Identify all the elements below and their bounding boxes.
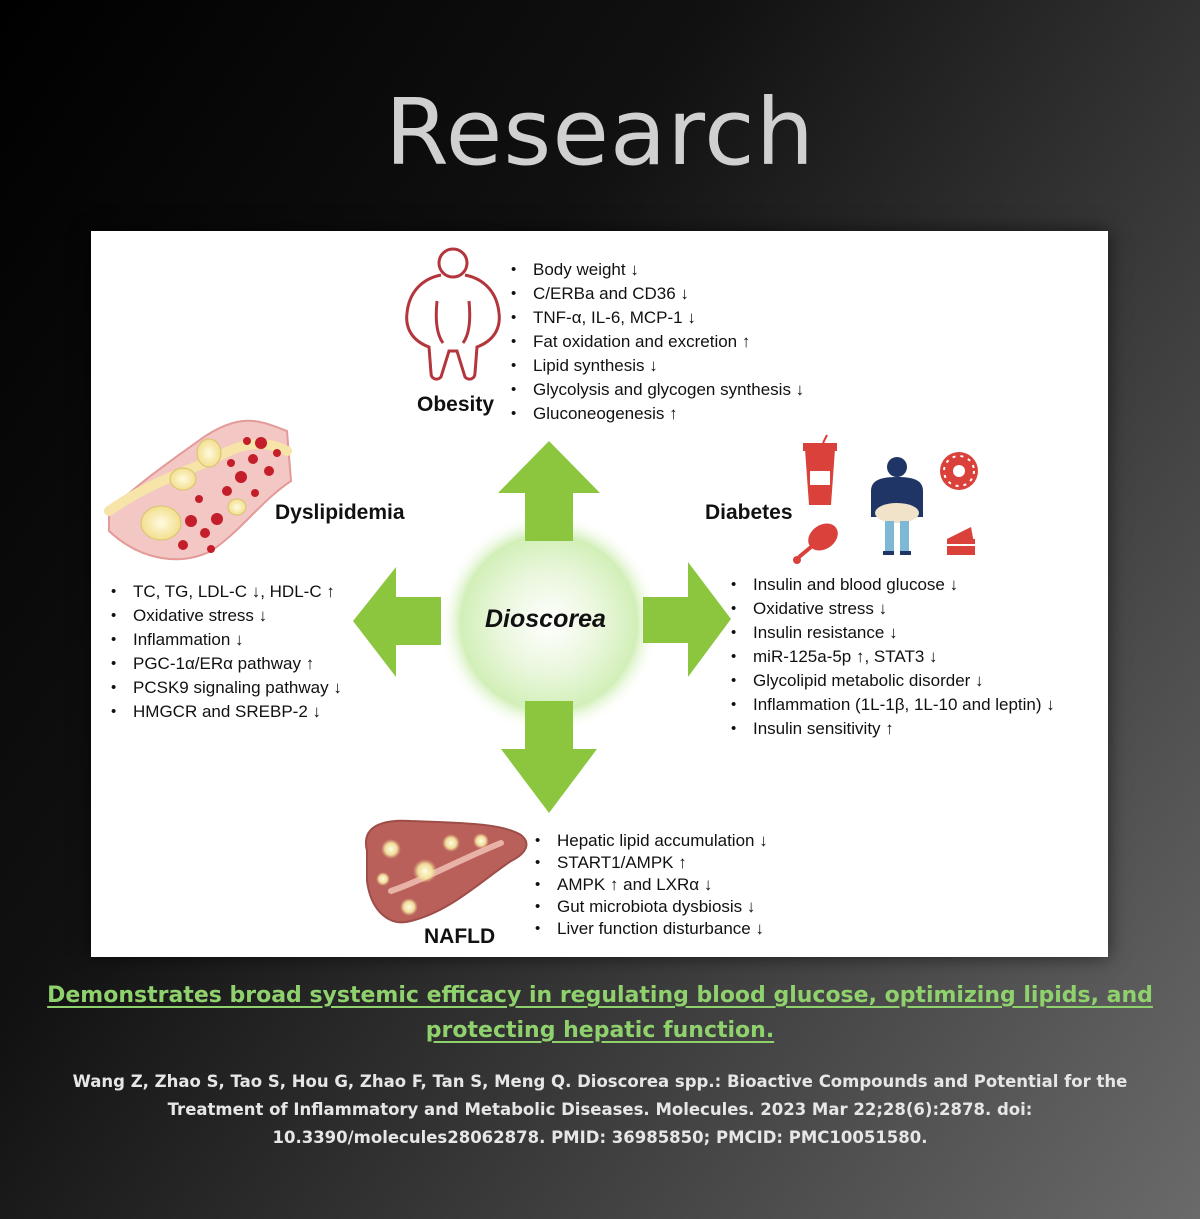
arrow-up bbox=[498, 441, 600, 541]
list-item: PGC-1α/ERα pathway ↑ bbox=[109, 652, 342, 676]
list-item: Insulin and blood glucose ↓ bbox=[729, 573, 1055, 597]
list-item: AMPK ↑ and LXRα ↓ bbox=[533, 874, 768, 896]
list-item: Glycolipid metabolic disorder ↓ bbox=[729, 669, 1055, 693]
list-item: Insulin sensitivity ↑ bbox=[729, 717, 1055, 741]
list-item: Gluconeogenesis ↑ bbox=[509, 402, 804, 426]
diagram-panel: Obesity Body weight ↓ C/ERBa and CD36 ↓ … bbox=[91, 231, 1108, 957]
center-label: Dioscorea bbox=[485, 605, 606, 633]
obesity-label: Obesity bbox=[417, 393, 495, 416]
diagram-graphics bbox=[104, 247, 978, 924]
drink-icon bbox=[803, 434, 837, 505]
diabetes-label: Diabetes bbox=[705, 501, 793, 524]
arrow-down bbox=[501, 701, 597, 813]
list-item: C/ERBa and CD36 ↓ bbox=[509, 282, 804, 306]
nafld-label: NAFLD bbox=[424, 925, 496, 948]
list-item: START1/AMPK ↑ bbox=[533, 852, 768, 874]
list-item: TC, TG, LDL-C ↓, HDL-C ↑ bbox=[109, 580, 342, 604]
list-item: Liver function disturbance ↓ bbox=[533, 918, 768, 940]
diabetes-list: Insulin and blood glucose ↓ Oxidative st… bbox=[729, 573, 1055, 741]
nafld-icon bbox=[364, 819, 528, 924]
cake-icon bbox=[947, 527, 975, 555]
center-glow bbox=[439, 513, 659, 733]
summary-link[interactable]: Demonstrates broad systemic efficacy in … bbox=[47, 983, 1153, 1043]
list-item: miR-125a-5p ↑, STAT3 ↓ bbox=[729, 645, 1055, 669]
page-heading: Research bbox=[385, 79, 815, 186]
dyslipidemia-list: TC, TG, LDL-C ↓, HDL-C ↑ Oxidative stres… bbox=[109, 580, 342, 724]
obesity-list: Body weight ↓ C/ERBa and CD36 ↓ TNF-α, I… bbox=[509, 258, 804, 426]
list-item: PCSK9 signaling pathway ↓ bbox=[109, 676, 342, 700]
dyslipidemia-icon bbox=[104, 419, 293, 561]
list-item: Oxidative stress ↓ bbox=[729, 597, 1055, 621]
list-item: HMGCR and SREBP-2 ↓ bbox=[109, 700, 342, 724]
list-item: Hepatic lipid accumulation ↓ bbox=[533, 830, 768, 852]
diabetes-icons bbox=[793, 434, 978, 564]
nafld-list: Hepatic lipid accumulation ↓ START1/AMPK… bbox=[533, 830, 768, 940]
list-item: Insulin resistance ↓ bbox=[729, 621, 1055, 645]
citation: Wang Z, Zhao S, Tao S, Hou G, Zhao F, Ta… bbox=[72, 1072, 1128, 1147]
drumstick-icon bbox=[793, 523, 838, 564]
list-item: Gut microbiota dysbiosis ↓ bbox=[533, 896, 768, 918]
list-item: Inflammation (1L-1β, 1L-10 and leptin) ↓ bbox=[729, 693, 1055, 717]
list-item: Lipid synthesis ↓ bbox=[509, 354, 804, 378]
obesity-icon bbox=[405, 247, 501, 381]
list-item: Glycolysis and glycogen synthesis ↓ bbox=[509, 378, 804, 402]
donut-icon bbox=[940, 452, 978, 490]
list-item: TNF-α, IL-6, MCP-1 ↓ bbox=[509, 306, 804, 330]
arrow-right bbox=[643, 562, 731, 677]
list-item: Fat oxidation and excretion ↑ bbox=[509, 330, 804, 354]
person-icon bbox=[871, 457, 923, 555]
arrows bbox=[353, 441, 731, 813]
list-item: Inflammation ↓ bbox=[109, 628, 342, 652]
dyslipidemia-label: Dyslipidemia bbox=[275, 501, 405, 524]
arrow-left bbox=[353, 567, 441, 677]
list-item: Oxidative stress ↓ bbox=[109, 604, 342, 628]
list-item: Body weight ↓ bbox=[509, 258, 804, 282]
